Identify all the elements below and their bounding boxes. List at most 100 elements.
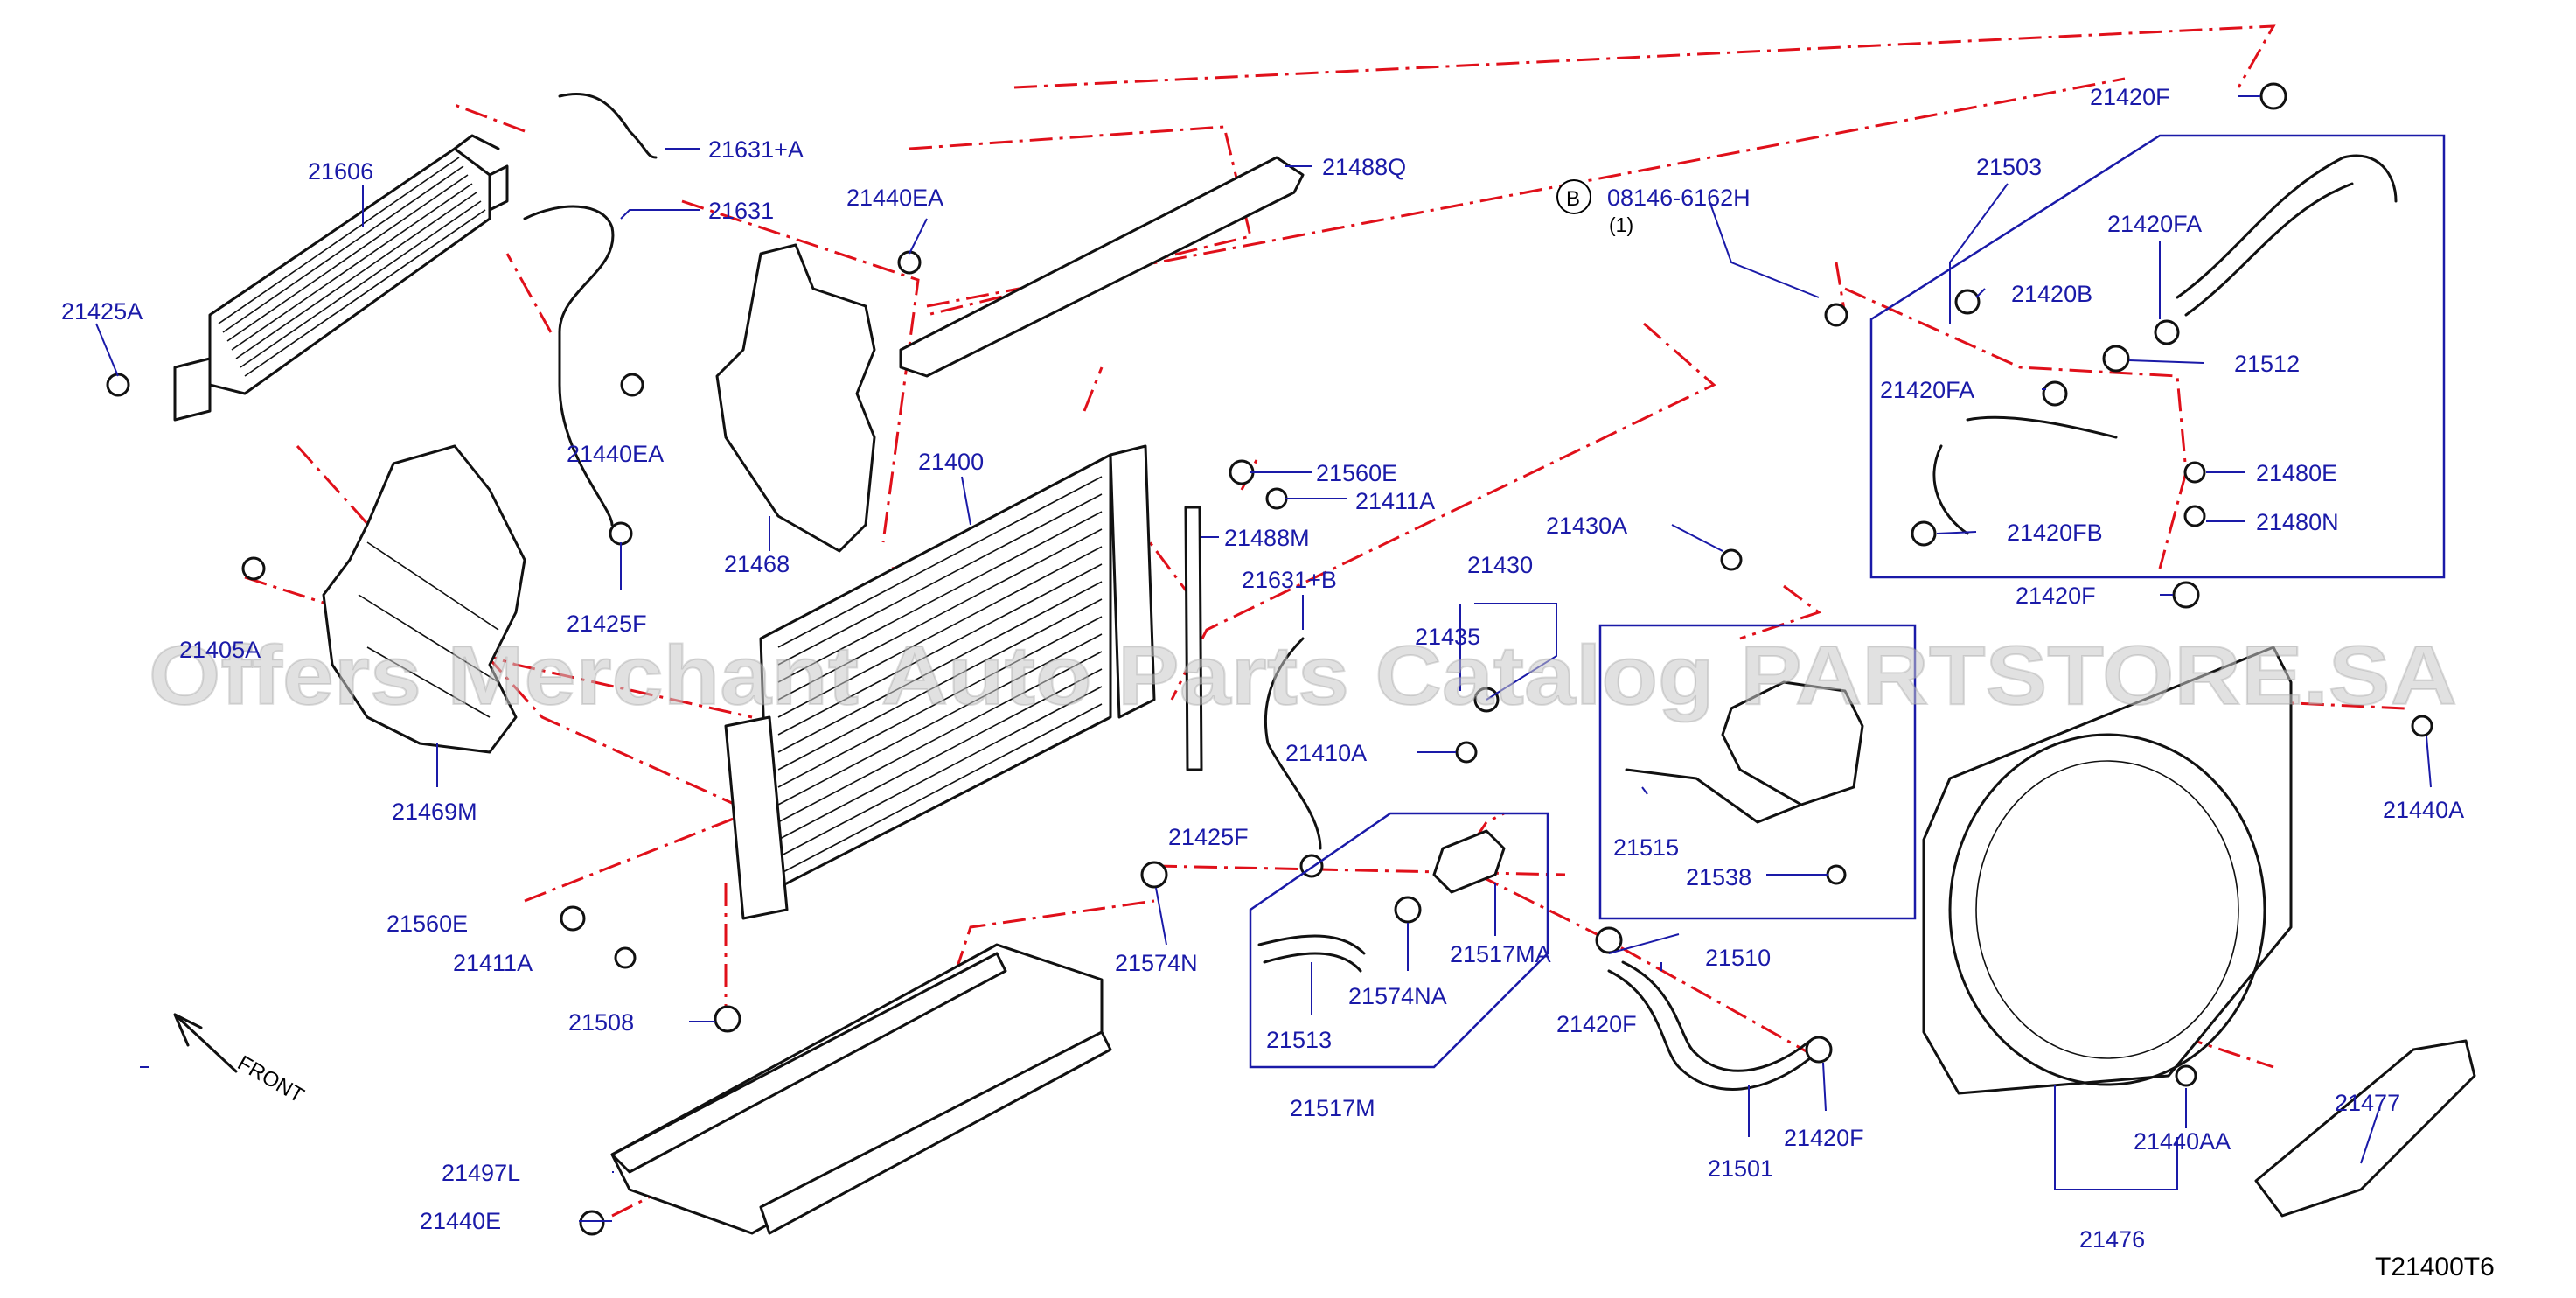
label-21631b: 21631+B xyxy=(1242,567,1337,593)
clip-21440e xyxy=(579,1210,605,1236)
hose-21631b xyxy=(1264,637,1322,850)
valve-21480n xyxy=(2183,505,2206,527)
label-21430a: 21430A xyxy=(1546,513,1627,539)
cap-21508 xyxy=(714,1005,741,1033)
clamp-21420fa-1 xyxy=(2154,319,2180,345)
upper-hose-21503 xyxy=(2176,154,2398,299)
label-21411a-right: 21411A xyxy=(1355,488,1435,514)
lower-hose-21501 xyxy=(1607,969,1812,1091)
front-label: FRONT xyxy=(233,1051,308,1108)
reservoir-21510 xyxy=(1721,680,1864,806)
label-21420f-right: 21420F xyxy=(1784,1125,1864,1151)
bolt-08146 xyxy=(1824,303,1848,327)
bolt-note-qty: (1) xyxy=(1609,213,1633,236)
leader-lines xyxy=(95,95,2432,1222)
seal-21488m xyxy=(1184,506,1203,771)
valve-21480e xyxy=(2183,461,2206,484)
bolt-21430a xyxy=(1720,548,1743,571)
radiator-21400 xyxy=(724,444,1156,920)
label-21560e-right: 21560E xyxy=(1316,460,1397,486)
label-21508: 21508 xyxy=(568,1009,634,1036)
upper-hose-21503-b xyxy=(2184,182,2354,317)
bolt-note-part: 08146-6162H xyxy=(1607,185,1751,211)
grommet-21560e-2 xyxy=(560,905,586,932)
bolt-21440aa xyxy=(2175,1064,2197,1087)
label-21440e: 21440E xyxy=(420,1208,501,1234)
label-21517ma: 21517MA xyxy=(1450,941,1551,967)
label-21560e-left: 21560E xyxy=(386,911,468,937)
fasteners xyxy=(106,82,2433,1236)
air-guide-21469m xyxy=(322,444,526,754)
water-outlet-21517m xyxy=(1257,829,1506,973)
hose-21420fb-area xyxy=(1932,415,2118,535)
part-labels: 21606 21631+A 21631 21425A 21440EA 21488… xyxy=(61,84,2464,1253)
label-21512: 21512 xyxy=(2234,351,2300,377)
clamp-21420f-top xyxy=(2259,82,2287,110)
label-21468: 21468 xyxy=(724,551,790,577)
clamp-21574na xyxy=(1394,896,1422,924)
label-21440ea-mid: 21440EA xyxy=(567,441,664,467)
bolt-21410a xyxy=(1455,741,1478,764)
bolt-21440a xyxy=(2411,715,2433,737)
label-21435: 21435 xyxy=(1415,624,1480,650)
clip-21425f-1 xyxy=(609,521,633,546)
label-21420b: 21420B xyxy=(2011,281,2092,307)
label-21420fa-lower: 21420FA xyxy=(1880,377,1974,403)
label-21517m: 21517M xyxy=(1290,1095,1375,1121)
label-21574na: 21574NA xyxy=(1348,983,1447,1009)
box-21510-assembly xyxy=(1598,624,1917,920)
label-21425a: 21425A xyxy=(61,298,143,324)
clamp-21420fb xyxy=(1911,520,1937,547)
label-21480n: 21480N xyxy=(2256,509,2339,535)
label-21476: 21476 xyxy=(2079,1226,2145,1253)
reservoir-hose-21515 xyxy=(1625,768,1803,824)
guard-21477 xyxy=(2254,1039,2476,1218)
label-21440aa: 21440AA xyxy=(2134,1128,2231,1155)
label-21488q: 21488Q xyxy=(1322,154,1406,180)
bolt-21405a xyxy=(241,556,266,581)
oil-cooler-part xyxy=(173,134,509,422)
box-21503-assembly xyxy=(1869,134,2446,579)
bolt-note-symbol: B xyxy=(1566,187,1580,211)
label-21488m: 21488M xyxy=(1224,525,1310,551)
label-21440a: 21440A xyxy=(2383,797,2464,823)
label-21497l: 21497L xyxy=(442,1160,520,1186)
part-drawings xyxy=(173,92,2476,1235)
label-21477: 21477 xyxy=(2335,1090,2400,1116)
label-21631: 21631 xyxy=(708,198,774,224)
fan-shroud-21476 xyxy=(1922,646,2293,1095)
bracket-21420b xyxy=(1954,289,1981,315)
bolt-21411a-2 xyxy=(614,946,637,969)
label-21631a: 21631+A xyxy=(708,136,804,163)
label-21420fa-upper: 21420FA xyxy=(2107,211,2202,237)
connector-21512 xyxy=(2102,345,2130,373)
label-21405a: 21405A xyxy=(179,637,261,663)
label-21510: 21510 xyxy=(1705,945,1771,971)
label-21503: 21503 xyxy=(1976,154,2042,180)
label-21480e: 21480E xyxy=(2256,460,2337,486)
label-21430: 21430 xyxy=(1467,552,1533,578)
clamp-21420f-lower xyxy=(1595,926,1623,954)
label-21501: 21501 xyxy=(1708,1155,1773,1182)
clamp-21420f-right xyxy=(1805,1036,1833,1064)
label-21606: 21606 xyxy=(308,158,373,185)
label-21574n: 21574N xyxy=(1115,950,1198,976)
assembly-boxes xyxy=(1249,134,2446,1069)
label-21420f-top: 21420F xyxy=(2090,84,2170,110)
oil-cooler-hose-21631a xyxy=(558,92,658,159)
label-21420f-lower: 21420F xyxy=(1556,1011,1637,1037)
bolt-21425a xyxy=(106,373,130,397)
label-21513: 21513 xyxy=(1266,1027,1332,1053)
label-21425f-left: 21425F xyxy=(567,611,647,637)
clamp-21574n xyxy=(1140,861,1168,889)
clip-21440ea-1 xyxy=(897,250,922,275)
grommet-21560e-1 xyxy=(1229,459,1255,485)
clamp-21420fa-2 xyxy=(2042,380,2068,407)
lower-hose-21501-b xyxy=(1621,960,1812,1072)
label-21538: 21538 xyxy=(1686,864,1751,890)
clamp-21420f-mid xyxy=(2172,581,2200,609)
label-21400: 21400 xyxy=(918,449,984,475)
watermark-text: Offers Merchant Auto Parts Catalog PARTS… xyxy=(149,629,2457,722)
seal-21488q xyxy=(899,156,1305,378)
label-21410a: 21410A xyxy=(1285,740,1367,766)
